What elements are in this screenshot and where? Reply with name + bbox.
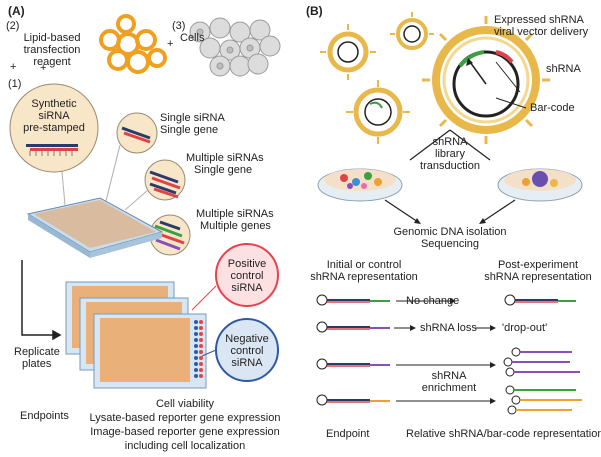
single-sirna-label-2: Single gene [160,124,219,136]
endpoint-label: Endpoint [326,428,370,440]
shrna-row-3 [316,347,580,377]
negative-control-label-2: control [230,345,264,357]
library-label-1: shRNA [432,136,468,148]
panel-b: (B) Expressed shRNA viral vector deliver… [300,0,601,457]
multiple-genes-label-1: Multiple siRNAs [196,208,274,220]
multiple-sirnas-label-2: Single gene [194,164,253,176]
post-label-2: shRNA representation [484,271,592,283]
cells-icon [189,17,281,77]
shrna-row-2 [316,321,496,333]
no-change-label: No change [406,295,460,307]
top-well-plate [26,197,164,258]
negative-control-label-1: Negative [225,333,269,345]
panel-b-graphics [316,12,583,415]
shrna-loss-label: shRNA loss [420,322,477,334]
genomic-label-2: Sequencing [420,238,480,250]
cells-label: Cells [180,32,205,44]
enrichment-label-2: enrichment [421,382,477,394]
multiple-sirnas-single-gene-circle [144,159,186,201]
shrna-row-1 [316,294,576,306]
initial-label-2: shRNA representation [310,271,418,283]
reagent-number: (2) [6,20,20,32]
shrna-label: shRNA [546,63,581,75]
plus-sign-1: + [167,38,174,50]
single-sirna-label-1: Single siRNA [160,112,225,124]
initial-label-1: Initial or control [326,259,402,271]
multiple-genes-label-2: Multiple genes [200,220,271,232]
synthetic-label-1: Synthetic [31,98,77,110]
plus-sign-2: + [40,62,47,74]
negative-control-label-3: siRNA [231,357,263,369]
cells-number: (3) [172,20,186,32]
sirna-strand-icon [26,144,78,156]
single-sirna-circle [116,112,158,154]
virus-large-icon [422,16,550,144]
reagent-label-3: reagent [33,56,71,68]
plus-sign-3: + [10,61,16,73]
endpoint-3: Image-based reporter gene expression [90,426,280,438]
lipid-reagent-icon [99,14,167,74]
replicate-label-2: plates [22,358,52,370]
expressed-label-1: Expressed shRNA [494,14,584,26]
reagent-label-2: transfection [23,44,81,56]
library-label-3: transduction [420,160,480,172]
replicate-arrow [21,260,62,341]
positive-control-circle [215,243,279,307]
panel-a-letter: (A) [8,4,25,18]
positive-control-label-3: siRNA [231,282,263,294]
expressed-label-2: viral vector delivery [494,26,589,38]
replicate-plates-stack [65,281,207,389]
petri-dish-left [317,168,403,202]
petri-dish-right [497,168,583,202]
synthetic-label-2: siRNA [38,110,70,122]
enrichment-label-1: shRNA [431,370,467,382]
positive-control-label-2: control [230,270,264,282]
shrna-row-4 [316,385,582,415]
virus-small-icon-2 [390,12,434,50]
endpoints-label: Endpoints [20,410,69,422]
multiple-sirnas-label-1: Multiple siRNAs [186,152,264,164]
virus-small-icon-3 [346,80,410,144]
panel-a: + (A) (2) Lipid-based transfection reage… [0,0,300,457]
reagent-label-1: Lipid-based [23,32,81,44]
replicate-label-1: Replicate [14,346,60,358]
virus-small-icon-1 [320,24,376,80]
synthetic-number: (1) [8,78,22,90]
endpoint-2: Lysate-based reporter gene expression [89,412,281,424]
library-label-2: library [435,148,465,160]
multiple-sirnas-multiple-genes-circle [149,214,191,256]
synthetic-label-3: pre-stamped [23,122,85,134]
barcode-label: Bar-code [530,102,575,114]
endpoint-1: Cell viability [155,398,215,410]
panel-b-letter: (B) [306,4,323,18]
relative-representation-label: Relative shRNA/bar-code representation [406,428,601,440]
genomic-label-1: Genomic DNA isolation [393,226,507,238]
dropout-label: 'drop-out' [502,322,548,334]
post-label-1: Post-experiment [497,259,579,271]
positive-control-label-1: Positive [227,258,267,270]
panel-a-graphics: + [9,14,281,389]
endpoint-4: including cell localization [124,440,246,452]
